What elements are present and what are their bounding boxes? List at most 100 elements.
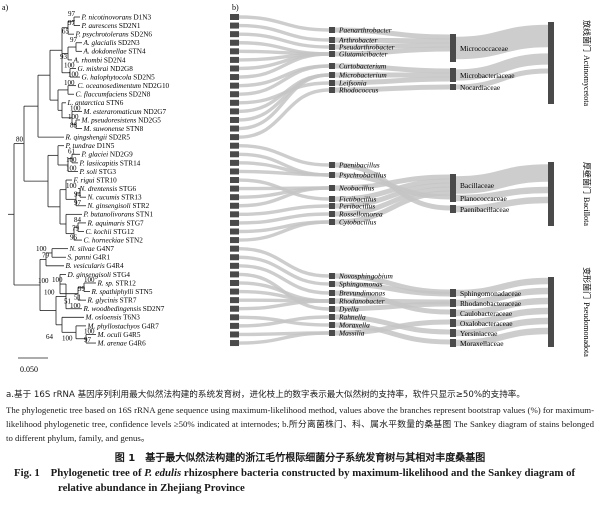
leaf-bar: [230, 91, 239, 98]
family-node: [450, 309, 456, 317]
tree-tip-label: M. suwonense STN8: [83, 125, 144, 133]
leaf-bar: [230, 254, 239, 261]
tree-tip-species: N. drentensis: [79, 185, 118, 193]
genus-label: Leifsonia: [338, 79, 367, 88]
tree-tip-strain: G4R4: [105, 262, 124, 270]
leaf-bar: [230, 245, 239, 252]
tree-tip-species: P. soli: [79, 168, 97, 176]
genus-node: [329, 273, 335, 279]
tree-tip-strain: SD2N6: [129, 31, 153, 39]
tree-tip-label: N. drentensis STG6: [79, 185, 137, 193]
sankey-flow: [238, 204, 330, 217]
leaf-bar: [230, 262, 239, 269]
tree-tip-species: F. rigui: [73, 176, 95, 184]
genus-label: Fictibacillus: [338, 195, 376, 204]
genus-label: Novosphingobium: [338, 272, 393, 281]
leaf-bar: [230, 22, 239, 29]
tree-tip-strain: SD2N5: [131, 73, 155, 81]
genus-node: [329, 211, 335, 217]
genus-label: Neobacillus: [338, 184, 374, 193]
tree-tip-label: N. ginsengisoli STR2: [87, 202, 150, 210]
bootstrap-value: 100: [38, 277, 49, 285]
tree-tip-label: C. horneckiae STN2: [84, 236, 144, 244]
genus-node: [329, 219, 335, 225]
figure-title-en-species: P. edulis: [144, 467, 182, 480]
bootstrap-value: 97: [84, 336, 92, 344]
genus-label: Peribacillus: [338, 202, 375, 211]
family-label: Microbacteriaceae: [460, 71, 515, 80]
sankey-flow: [455, 164, 549, 194]
genus-node: [329, 281, 335, 287]
genus-label: Massilia: [338, 329, 365, 338]
leaf-bar: [230, 48, 239, 55]
tree-tip-strain: D1N5: [95, 142, 115, 150]
leaf-bar: [230, 340, 239, 347]
tree-tip-label: A. dokdonellae STN4: [83, 48, 147, 56]
bootstrap-value: 79: [42, 251, 50, 259]
tree-tip-strain: G4R1: [91, 254, 110, 262]
tree-tip-species: R. aquimaris: [87, 219, 125, 227]
leaf-bar: [230, 142, 239, 149]
phylogenetic-tree: [8, 16, 96, 344]
tree-tip-strain: STR7: [118, 297, 137, 305]
genus-label: Rossellomorea: [338, 210, 383, 219]
tree-tip-species: C. oceanosedimentum: [78, 82, 141, 90]
panel-a-label: a): [2, 3, 9, 12]
figure-title-zh: 图 1 基于最大似然法构建的浙江毛竹根际细菌分子系统发育树与其相对丰度桑基图: [6, 449, 594, 464]
tree-tip-strain: ND2G9: [108, 151, 133, 159]
leaf-bar: [230, 168, 239, 175]
genus-label: Arthrobacter: [338, 36, 377, 45]
family-label: Moraxellaceae: [460, 339, 504, 348]
tree-tip-species: P. tundrae: [65, 142, 96, 150]
genus-label: Moraxella: [338, 321, 370, 330]
sankey-flow: [238, 246, 330, 278]
genus-label: Pseudarthrobacter: [338, 43, 395, 52]
figure-title-en: Fig. 1 Phylogenetic tree of P. edulis rh…: [6, 466, 594, 496]
tree-tip-label: M. pseudoresistens ND2G5: [81, 116, 162, 124]
tree-tip-label: M. oculi G4R5: [97, 331, 141, 339]
tree-tip-species: S. panni: [68, 254, 92, 262]
sankey-flow: [455, 287, 549, 307]
tree-tip-species: A. rhombi: [73, 56, 103, 64]
leaf-bar: [230, 82, 239, 89]
genus-label: Rahnella: [338, 313, 366, 322]
phylum-node: [548, 162, 554, 226]
sankey-flow: [238, 186, 330, 208]
tree-tip-strain: SD2N3: [116, 39, 140, 47]
tree-tip-label: G. halophytocola SD2N5: [82, 73, 156, 81]
genus-label: Psychrobacillus: [338, 171, 386, 180]
leaf-bar: [230, 56, 239, 63]
tree-tip-strain: G4N7: [95, 245, 115, 253]
phylum-label-zh: 变形菌门: [582, 267, 592, 299]
tree-tip-species: G. mishrai: [78, 65, 109, 73]
genus-label: Rhodococcus: [338, 86, 379, 95]
sankey-flow: [455, 196, 549, 213]
leaf-bars: [230, 14, 239, 347]
tree-tip-strain: SD2N1: [117, 22, 141, 30]
leaf-bar: [230, 271, 239, 278]
phylum-label-latin: Actinomycetota: [582, 55, 591, 107]
phylum-label: 厚壁菌门Bacillota: [582, 162, 592, 226]
tree-tip-strain: SD2R5: [107, 134, 130, 142]
family-label: Planococcaceae: [460, 194, 507, 203]
genus-label: Rhodanobacter: [338, 297, 385, 306]
tree-tip-label: R. sp. STR12: [97, 279, 137, 287]
tree-tip-strain: STN8: [124, 125, 143, 133]
tree-tip-species: C. kochii: [86, 228, 112, 236]
family-node: [450, 339, 456, 347]
bootstrap-value: 100: [68, 113, 79, 121]
genus-node: [329, 44, 335, 50]
phylum-label-zh: 厚壁菌门: [582, 162, 592, 194]
leaf-bar: [230, 185, 239, 192]
genus-node: [329, 172, 335, 178]
sankey-flow: [238, 52, 330, 79]
bootstrap-value: 88: [70, 122, 78, 130]
genus-node: [329, 330, 335, 336]
genus-label: Brevundimonas: [339, 289, 385, 298]
sankey-flow: [334, 174, 451, 191]
tree-tip-species: R. woodbedingensis: [83, 305, 142, 313]
tree-tip-label: R. qingshengii SD2R5: [65, 134, 131, 142]
tree-tip-label: R. woodbedingensis SD2N7: [83, 305, 165, 313]
